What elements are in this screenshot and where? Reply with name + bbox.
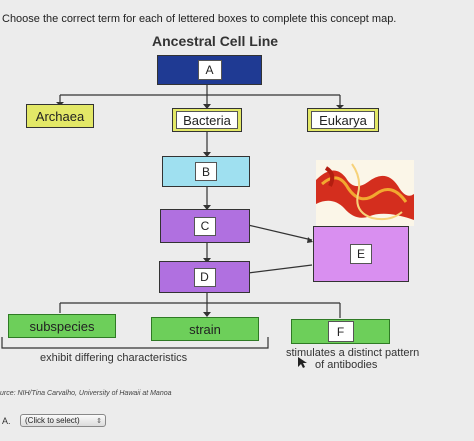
box-d-label: D [193, 267, 216, 287]
answer-select-a-value: (Click to select) [25, 416, 80, 425]
box-strain-label: strain [189, 321, 221, 337]
box-b-label: B [195, 162, 217, 181]
box-bacteria: Bacteria [172, 108, 242, 132]
box-e-label: E [350, 244, 372, 264]
box-a: A [157, 55, 262, 85]
box-strain: strain [151, 317, 259, 341]
differing-characteristics-note: exhibit differing characteristics [40, 352, 188, 364]
box-eukarya: Eukarya [307, 108, 379, 132]
box-a-label: A [197, 60, 222, 80]
image-source-credit: urce: NIH/Tina Carvalho, University of H… [0, 390, 172, 397]
mouse-pointer-icon [297, 355, 307, 373]
box-subspecies: subspecies [8, 314, 116, 338]
chevron-updown-icon: ⇕ [96, 417, 102, 425]
bacteria-micrograph-image [316, 160, 414, 226]
box-subspecies-label: subspecies [29, 318, 95, 334]
question-label: A. [2, 416, 11, 426]
box-archaea: Archaea [26, 104, 94, 128]
box-bacteria-label: Bacteria [176, 111, 238, 129]
box-f-label: F [327, 321, 354, 342]
concept-map-title: Ancestral Cell Line [152, 33, 279, 49]
box-d: D [159, 261, 250, 293]
box-e: E [313, 226, 409, 282]
box-eukarya-label: Eukarya [311, 111, 375, 129]
box-c: C [160, 209, 250, 243]
stimulates-note-line1: stimulates a distinct pattern [286, 347, 420, 359]
instruction-text: Choose the correct term for each of lett… [2, 13, 397, 25]
box-b: B [162, 156, 250, 187]
box-archaea-label: Archaea [35, 108, 85, 124]
box-f: F [291, 319, 390, 344]
stimulates-note-line2: of antibodies [315, 359, 378, 371]
answer-select-a[interactable]: (Click to select) ⇕ [20, 414, 106, 427]
box-c-label: C [194, 216, 216, 236]
